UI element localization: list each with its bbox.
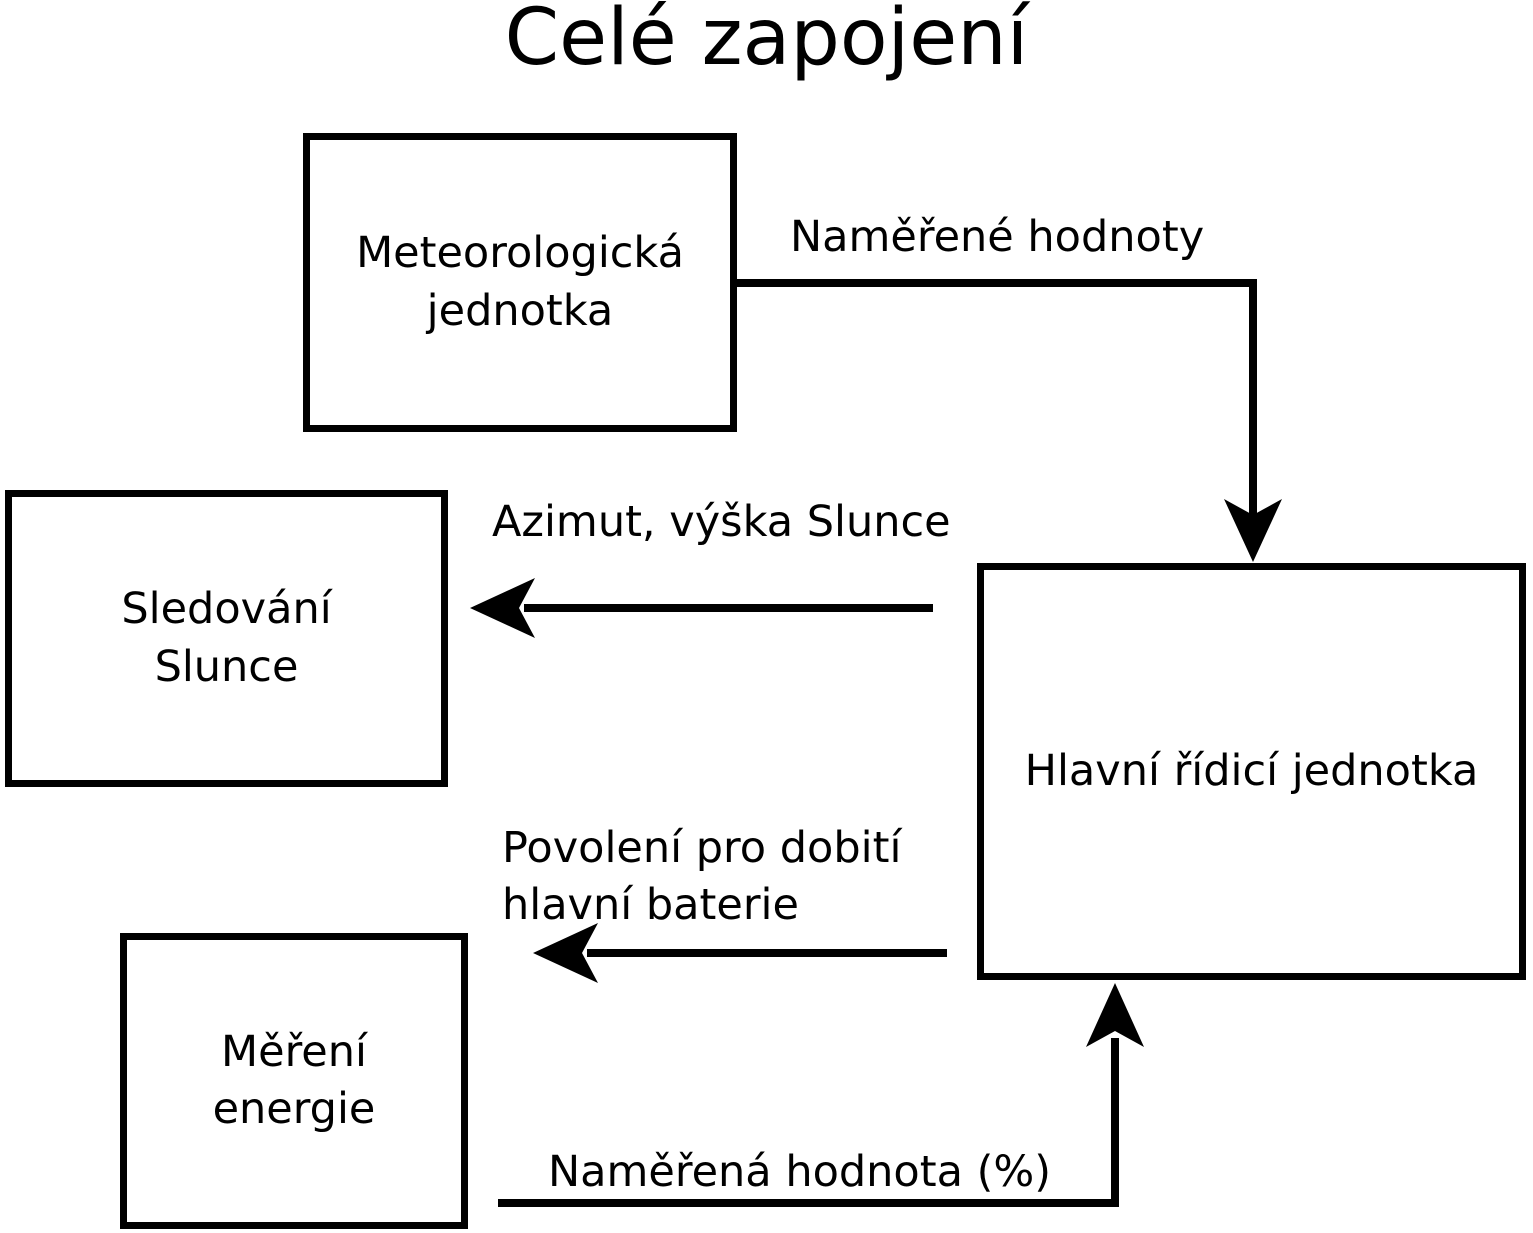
node-label: Měření energie xyxy=(212,1026,376,1134)
edge-label-namerena-hodnota: Naměřená hodnota (%) xyxy=(548,1147,1052,1197)
node-label: Meteorologická jednotka xyxy=(356,228,684,336)
node-meteorologicka-jednotka: Meteorologická jednotka xyxy=(303,133,737,432)
node-label: Sledování Slunce xyxy=(121,584,332,692)
node-mereni-energie: Měření energie xyxy=(120,933,468,1229)
arrow-povoleni-pro-dobiti xyxy=(533,923,947,983)
node-sledovani-slunce: Sledování Slunce xyxy=(5,490,448,787)
arrow-namerene-hodnoty xyxy=(737,279,1282,562)
node-label: Hlavní řídicí jednotka xyxy=(1024,745,1479,796)
arrow-azimut-vyska-slunce xyxy=(470,578,933,638)
edge-label-azimut-vyska-slunce: Azimut, výška Slunce xyxy=(492,497,951,547)
node-hlavni-ridici-jednotka: Hlavní řídicí jednotka xyxy=(977,563,1526,980)
edge-label-namerene-hodnoty: Naměřené hodnoty xyxy=(790,212,1205,262)
arrow-namerena-hodnota xyxy=(498,983,1144,1207)
diagram-title: Celé zapojení xyxy=(504,0,1029,83)
edge-label-povoleni-pro-dobiti: Povolení pro dobití hlavní baterie xyxy=(502,823,902,930)
